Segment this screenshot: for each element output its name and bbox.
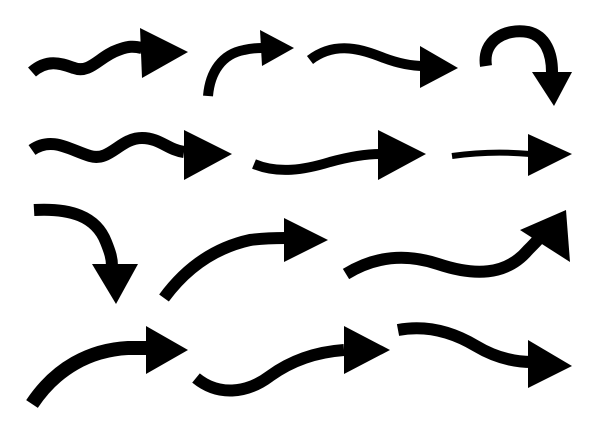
curve-down-arrow (33, 203, 138, 304)
arrowhead-icon (344, 326, 390, 374)
dip-right-arrow (396, 322, 572, 388)
arrowhead-icon (260, 30, 294, 66)
curved-arrow-shaft (28, 132, 186, 163)
curved-arrow-shaft (396, 322, 533, 368)
wavy-right-arrow-1 (28, 28, 188, 78)
straight-right-arrow (451, 134, 572, 176)
arrowhead-icon (378, 130, 426, 180)
arrowhead-icon (528, 340, 572, 388)
curved-arrow-shaft (203, 43, 263, 97)
arrowhead-icon (532, 72, 572, 106)
s-curve-up-arrow (342, 210, 570, 280)
swoosh-right-arrow (252, 130, 426, 180)
arrowhead-icon (520, 210, 570, 262)
arc-up-right-arrow (26, 326, 188, 409)
zigzag-right-arrow (28, 130, 232, 180)
hook-up-right-arrow (203, 30, 294, 97)
wave-right-arrow (192, 326, 390, 397)
wavy-right-arrow-2 (306, 43, 458, 88)
curved-arrow-shaft (252, 149, 381, 175)
arrowhead-icon (92, 264, 138, 304)
curved-arrow-shaft (159, 232, 287, 302)
curved-arrow-shaft (192, 344, 345, 397)
arrowhead-icon (184, 130, 232, 180)
arrowhead-icon (284, 218, 328, 262)
curve-up-right-arrow (159, 218, 328, 302)
curved-arrow-shaft (342, 231, 548, 280)
arrowhead-icon (140, 28, 188, 78)
curved-arrow-shaft (479, 25, 558, 73)
curved-arrow-shaft (26, 341, 150, 409)
arrowhead-icon (146, 326, 188, 374)
arrow-shaft (451, 149, 531, 159)
u-turn-down-arrow (479, 25, 572, 106)
curved-arrow-shaft (306, 43, 425, 71)
arrowhead-icon (528, 134, 572, 176)
arrowhead-icon (420, 46, 458, 88)
curved-arrow-shaft (28, 40, 144, 77)
curved-arrow-shaft (33, 203, 118, 267)
